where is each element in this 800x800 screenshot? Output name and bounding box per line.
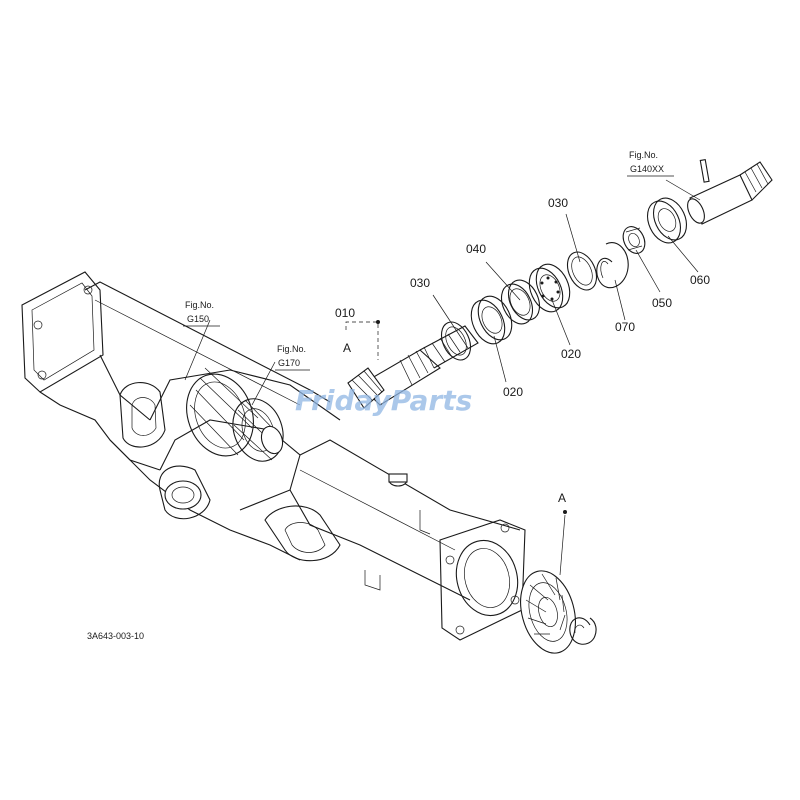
ring-030-inner (440, 321, 472, 361)
svg-text:Fig.No.: Fig.No. (277, 344, 306, 354)
ring-030-outer (566, 251, 598, 291)
watermark-logo: FridayParts (295, 384, 472, 417)
svg-text:Fig.No.: Fig.No. (629, 150, 658, 160)
figure-ref-g150: Fig.No. G150 (183, 300, 220, 327)
drawing-code: 3A643-003-10 (87, 631, 144, 641)
callout-010: 010 (335, 306, 355, 320)
callout-070: 070 (615, 320, 635, 334)
ring-gear (520, 570, 576, 654)
leader-lines (184, 179, 701, 576)
view-marker-a-upper: A (343, 341, 351, 355)
axle-housing (21, 271, 526, 641)
figure-ref-g170: Fig.No. G170 (275, 344, 310, 371)
callout-040: 040 (466, 242, 486, 256)
coupling-shaft (687, 158, 773, 225)
callout-020-inner: 020 (503, 385, 523, 399)
bearing-060 (646, 197, 688, 244)
svg-text:G170: G170 (278, 358, 300, 368)
callout-030-outer: 030 (548, 196, 568, 210)
bearing-020-inner (470, 295, 513, 345)
callout-030-inner: 030 (410, 276, 430, 290)
svg-text:G140XX: G140XX (630, 164, 664, 174)
svg-text:G150: G150 (187, 314, 209, 324)
svg-text:Fig.No.: Fig.No. (185, 300, 214, 310)
snap-ring-070 (596, 242, 629, 289)
bearing-020-outer (528, 263, 571, 313)
callout-020-outer: 020 (561, 347, 581, 361)
spacer-040 (500, 279, 541, 325)
watermark-text: FridayParts (295, 384, 472, 417)
callout-050: 050 (652, 296, 672, 310)
figure-ref-g140xx: Fig.No. G140XX (627, 150, 674, 177)
differential-gear-assembly (186, 367, 284, 462)
view-marker-a-lower: A (558, 491, 566, 505)
circlip (569, 617, 597, 645)
callout-060: 060 (690, 273, 710, 287)
nut-050 (622, 226, 646, 254)
pinion-shaft-010 (347, 325, 479, 409)
